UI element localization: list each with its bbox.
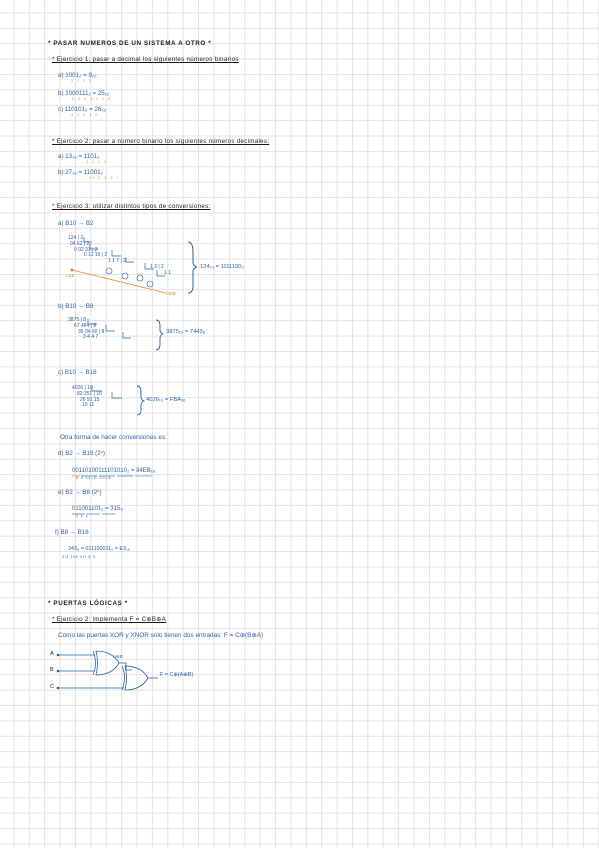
ex3-d-group-marks: 8 4 14=E 10=A [76, 476, 112, 480]
ex3-a-label: a) B10 → B2 [58, 220, 94, 227]
exercise-3-title: * Ejercicio 3: utilizar distintos tipos … [52, 203, 211, 210]
xor1-back-curve [92, 650, 96, 676]
a-calc-row-1: 124 | 2 [68, 235, 84, 241]
logic-circuit [58, 650, 158, 691]
msb-label: MSB [166, 291, 176, 296]
a-calc-row-7: 1 1 [164, 269, 171, 276]
ex2-item-a-marks: 3 2 1 0 [86, 160, 108, 164]
ex3-d-label: d) B2 → B16 (2ⁿ) [58, 450, 105, 457]
gates-exercise-title: * Ejercicio 2: implementa F = C⊕B⊕A [52, 616, 167, 623]
ex3-e-group-marks: 3 1 5 [76, 514, 89, 518]
wire-xor1-out [119, 662, 132, 671]
ex3-b-result: 3875₁₀ = 7443₈ [166, 329, 206, 335]
output-f-label: F = C⊕(A⊕B) [160, 672, 194, 678]
input-a-label: A [50, 651, 54, 657]
lsb-label: LSB [66, 273, 75, 278]
ex2-item-b-marks: 16 8 4 2 1 [89, 176, 121, 180]
a-calc-row-3: 0 02 31 | 2 [74, 246, 98, 253]
xor-gate-1 [95, 650, 120, 676]
a-calc-row-4: 0 11 15 | 2 [84, 252, 108, 259]
ex3-c-result: 4026₁₀ = FBA₁₆ [146, 397, 186, 403]
ex1-item-a-marks: 3 2 1 0 [71, 79, 93, 83]
ex3-e-label: e) B2 → B8 (2ⁿ) [58, 489, 102, 496]
lsb-msb-arrow [71, 269, 167, 294]
ex3-b-division-steps: 3875 | 8 67 484 | 8 35 04 60 | 8 3 4 4 7 [68, 317, 105, 341]
section-title-number-systems: * PASAR NUMEROS DE UN SISTEMA A OTRO * [48, 40, 212, 47]
ex3-a-result: 124₁₀ = 1111100₂ [200, 264, 244, 270]
ex3-c-division-steps: 4026 | 16 82 251 | 16 26 91 15 10 11 [72, 385, 102, 409]
circuit-dots [56, 653, 60, 690]
b-division-brackets [87, 319, 131, 339]
ex3-f-label: f) B8 → B16 [55, 529, 89, 536]
a-curly-brace [187, 241, 198, 294]
ex3-f-group-marks: 011 100 011 E 3 [62, 555, 96, 559]
ex1-item-c: c) 110101₂ = 26₁₀ [58, 106, 107, 113]
a-division-brackets [83, 237, 165, 277]
ex3-e-conversion: 011001101₂ = 315₈ [72, 506, 123, 512]
b-calc-row-3: 35 04 60 | 8 [78, 328, 105, 335]
c-calc-row-1: 4026 | 16 [72, 385, 93, 391]
ex3-d-conversion: 00110100111101010₂ = 84EB₁₆ [72, 468, 156, 474]
a-calc-row-5: 1 1 7 | 2 [108, 258, 126, 264]
c-calc-row-4: 10 11 [82, 402, 95, 409]
input-b-label: B [50, 667, 54, 673]
ex1-item-b-marks: 6 5 4 3 2 1 0 [72, 97, 112, 101]
c-division-brackets [91, 386, 122, 399]
xor-gate-2 [124, 665, 149, 691]
ex3-c-label: c) B10 → B16 [58, 369, 97, 376]
gates-note: Como las puertas XOR y XNOR solo tienen … [58, 632, 264, 639]
b-calc-row-4: 3 4 4 7 [83, 334, 99, 341]
ex1-item-a: a) 1001₂ = 9₁₀ [58, 72, 97, 79]
ex1-item-c-marks: 4 3 2 1 0 [71, 113, 99, 117]
exercise-2-title: * Ejercicio 2: pasar a número binario lo… [52, 138, 270, 145]
xor-a-b-label: A⊕B [113, 654, 123, 659]
ex2-item-a: a) 13₁₀ = 1101₂ [58, 153, 100, 160]
section-title-logic-gates: * PUERTAS LÓGICAS * [48, 600, 128, 607]
b-curly-brace [155, 319, 165, 351]
b-calc-row-2: 67 484 | 8 [74, 322, 97, 329]
ex3-b-label: b) B10 → B8 [58, 303, 94, 310]
ex2-item-b: b) 27₁₀ = 11001₂ [58, 169, 103, 176]
a-calc-row-6: 1 3 | 2 [150, 263, 164, 270]
xor2-back-curve [121, 665, 125, 691]
c-calc-row-2: 82 251 | 16 [77, 390, 102, 397]
c-curly-brace [136, 385, 146, 416]
ex3-a-division-steps: 124 | 2 04 62 | 2 0 02 31 | 2 0 11 15 | … [68, 235, 171, 276]
a-calc-row-2: 04 62 | 2 [70, 240, 90, 247]
input-c-label: C [50, 684, 54, 690]
ex1-item-b: b) 1000111₂ = 25₁₀ [58, 90, 110, 97]
other-method-title: Otra forma de hacer conversiones es: [60, 434, 167, 441]
exercise-1-title: * Ejercicio 1: pasar a decimal los sigui… [52, 56, 239, 63]
a-remainder-circles [105, 267, 154, 288]
c-calc-row-3: 26 91 15 [80, 396, 100, 403]
lsb-dot [70, 268, 74, 272]
ex3-f-conversion: 343₈ = 011100011₂ = E3₁₆ [68, 546, 130, 552]
b-calc-row-1: 3875 | 8 [68, 317, 86, 323]
